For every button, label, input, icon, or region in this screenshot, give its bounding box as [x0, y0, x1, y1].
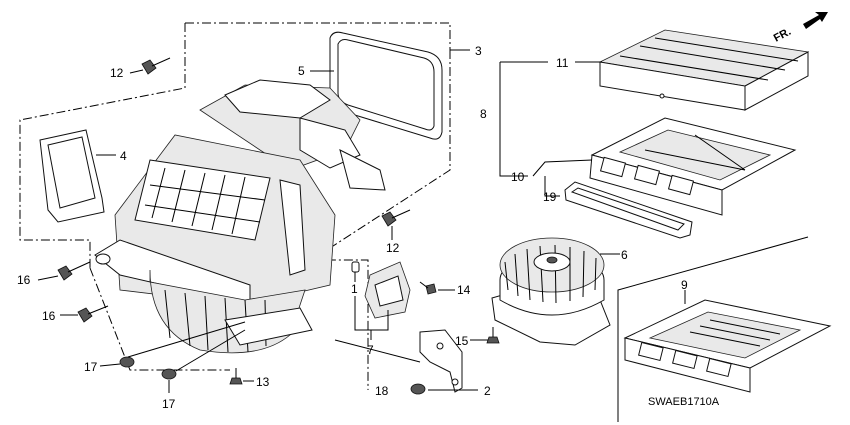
callout-4: 4: [120, 149, 127, 163]
bracket-part-2: [419, 329, 463, 393]
callout-6: 6: [621, 248, 628, 262]
callout-17-right: 17: [162, 397, 176, 411]
callout-labels: 12 5 4 3 8 11 10 19 12 6 9 1 14 7 15 2 1…: [17, 44, 688, 411]
nut-part-17-left: [119, 356, 135, 368]
callout-8: 8: [480, 107, 487, 121]
screw-part-16-upper: [57, 261, 91, 281]
callout-14: 14: [457, 283, 471, 297]
callout-2: 2: [484, 384, 491, 398]
callout-7: 7: [367, 343, 374, 357]
drawing-code: SWAEB1710A: [648, 396, 720, 408]
blower-motor-part-6: [491, 237, 611, 346]
seal-part-19: [564, 181, 693, 239]
callout-9: 9: [681, 278, 688, 292]
callout-3: 3: [475, 44, 482, 58]
callout-10: 10: [511, 170, 525, 184]
nut-part-18: [410, 383, 426, 395]
screw-part-15: [486, 327, 500, 344]
screw-part-16-lower: [77, 305, 109, 323]
frame-tabs: [599, 156, 695, 196]
front-orientation-label: FR.: [772, 26, 793, 45]
leader-lines: [37, 49, 686, 393]
heater-unit-assembly-outline: [19, 22, 451, 390]
callout-16-upper: 16: [17, 273, 31, 287]
callout-1: 1: [351, 282, 358, 296]
callout-17-left: 17: [84, 360, 98, 374]
filter-frame-part-10: [589, 117, 797, 216]
screw-part-14: [419, 281, 437, 295]
front-direction-arrow: [803, 12, 828, 29]
callout-16-lower: 16: [42, 309, 56, 323]
screw-part-12-lower: [381, 209, 411, 227]
bolt-part-12-upper: [141, 57, 171, 75]
heater-unit-housing: [94, 79, 386, 354]
callout-15: 15: [455, 334, 469, 348]
callout-13: 13: [256, 375, 270, 389]
housing-grille: [144, 167, 266, 235]
filter-9-pleats: [689, 319, 781, 347]
screw-part-13: [229, 368, 243, 385]
callout-5: 5: [298, 64, 305, 78]
nut-part-17-right: [161, 368, 177, 380]
filter-element-part-11: [598, 29, 810, 111]
air-mix-motor-part-7: [351, 261, 411, 319]
callout-12-upper: 12: [110, 66, 124, 80]
frame-9-tabs: [638, 341, 732, 378]
callout-19: 19: [543, 190, 557, 204]
seal-gasket-part-5: [329, 31, 443, 140]
seal-part-4: [39, 129, 105, 223]
filter-frame-part-9: [623, 299, 832, 393]
callout-12-lower: 12: [386, 241, 400, 255]
filter-pleats: [619, 37, 799, 81]
callout-18: 18: [375, 384, 389, 398]
callout-11: 11: [556, 56, 569, 70]
separator-box-outline: [617, 236, 809, 422]
